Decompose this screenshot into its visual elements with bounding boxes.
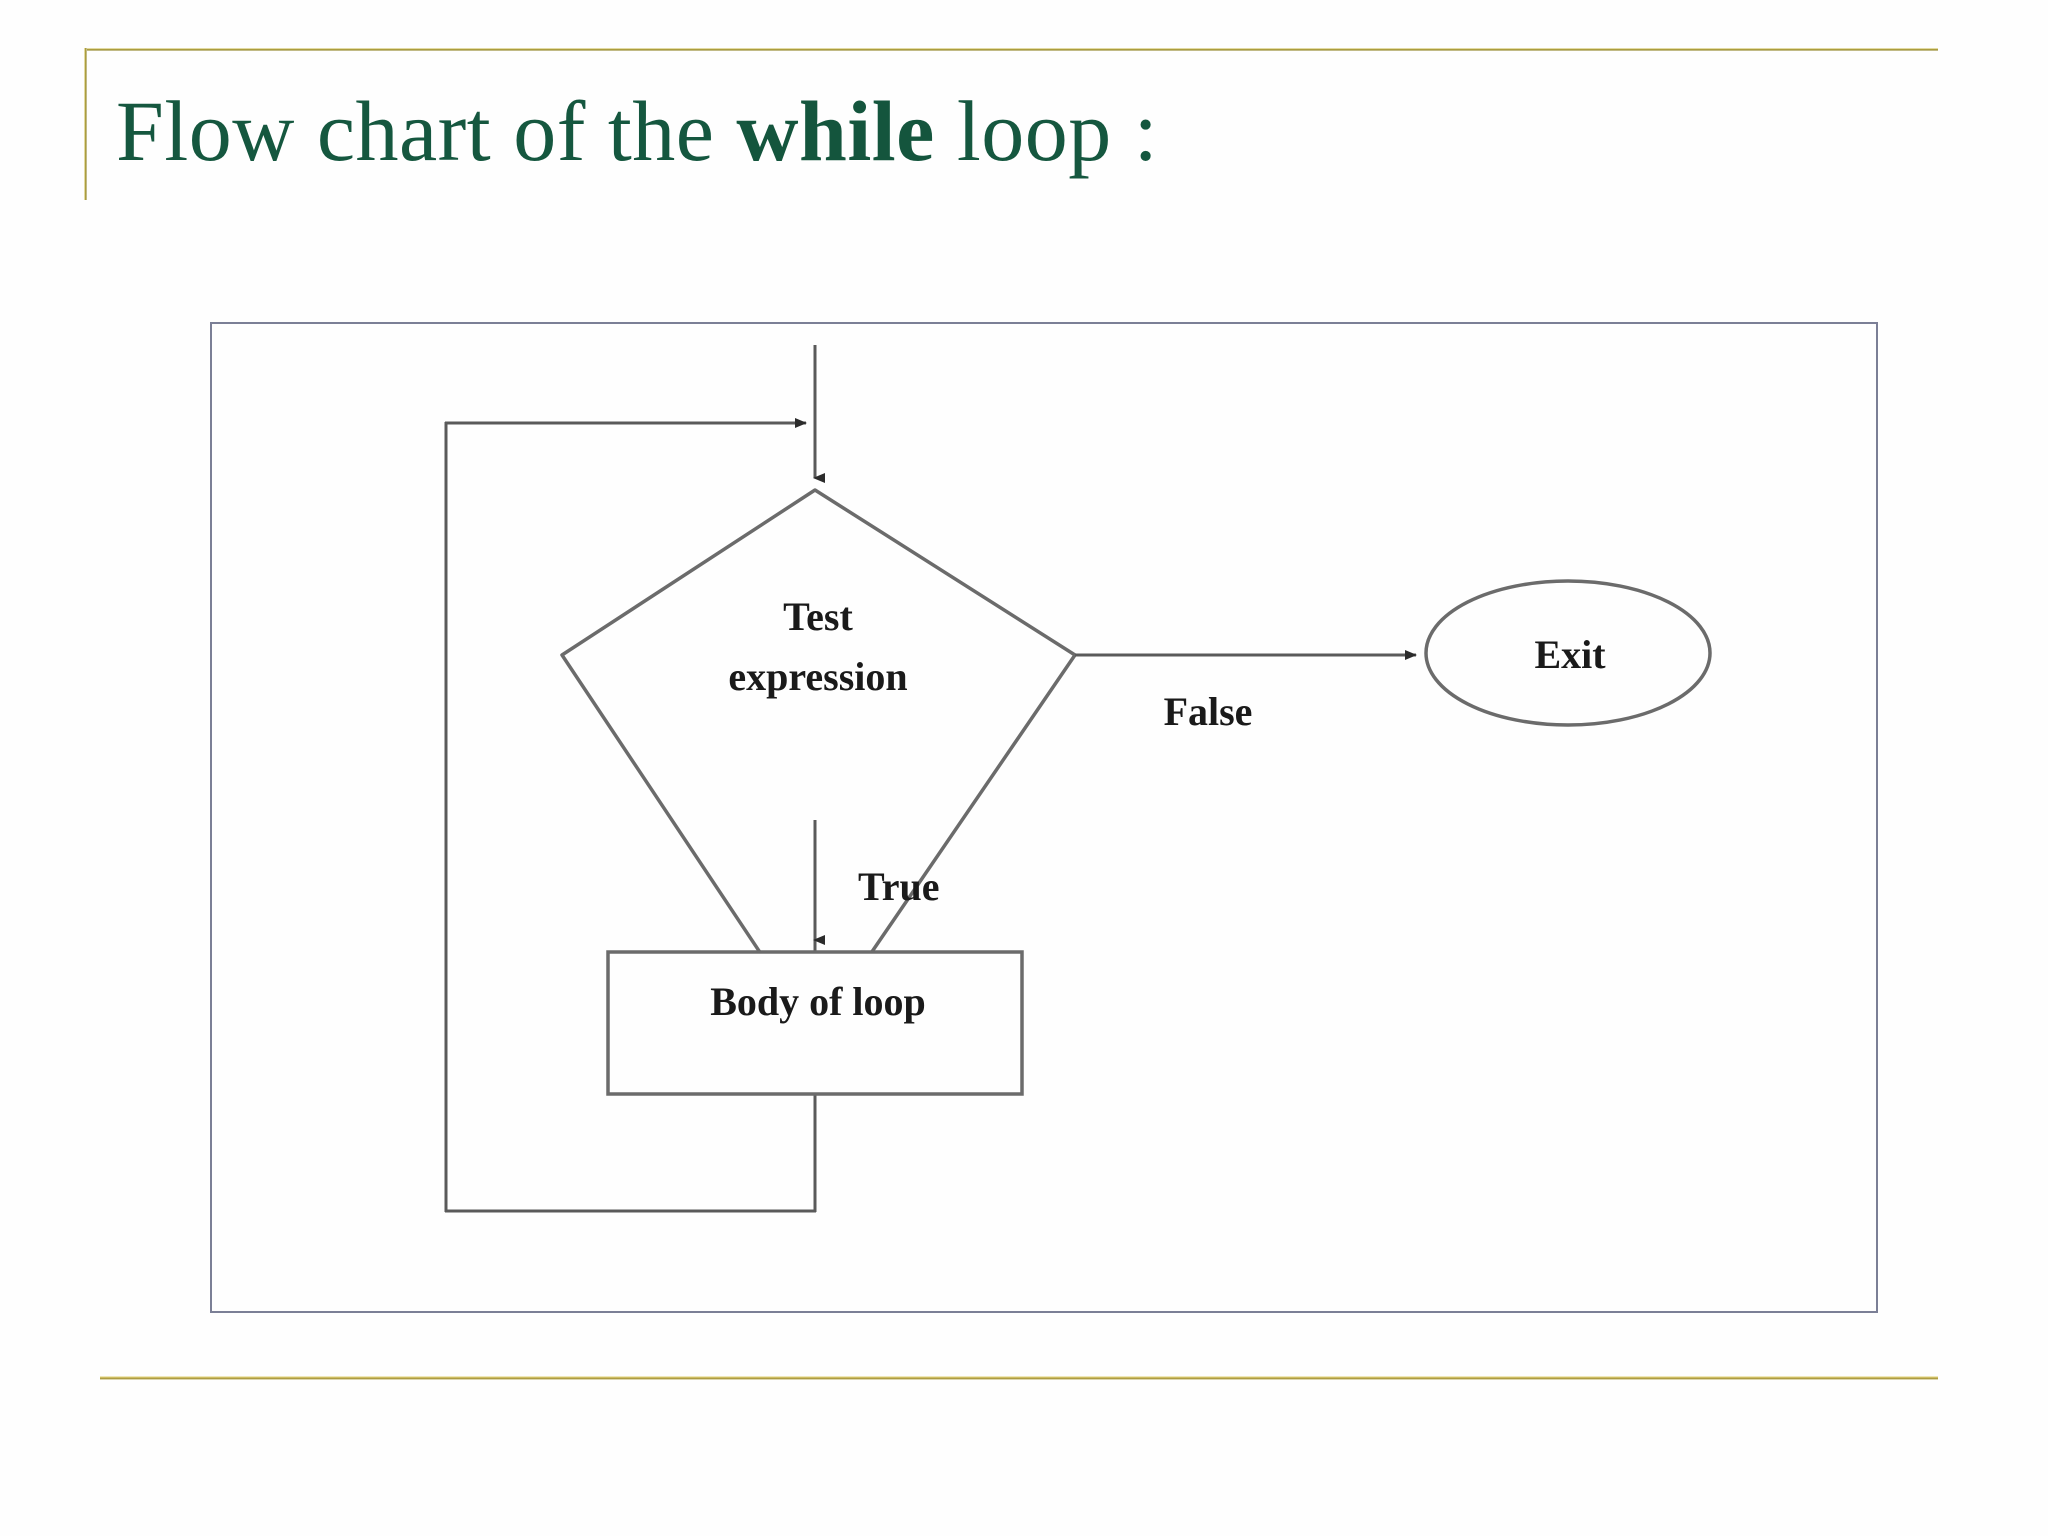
gold-left-rule — [84, 48, 87, 200]
title-keyword-while: while — [736, 83, 935, 179]
title-prefix: Flow chart of the — [116, 83, 737, 179]
title-suffix: loop : — [934, 83, 1159, 179]
diagram-frame — [210, 322, 1878, 1313]
gold-bottom-rule — [100, 1376, 1938, 1380]
page-title: Flow chart of the while loop : — [116, 86, 1158, 176]
gold-top-rule — [86, 48, 1938, 51]
